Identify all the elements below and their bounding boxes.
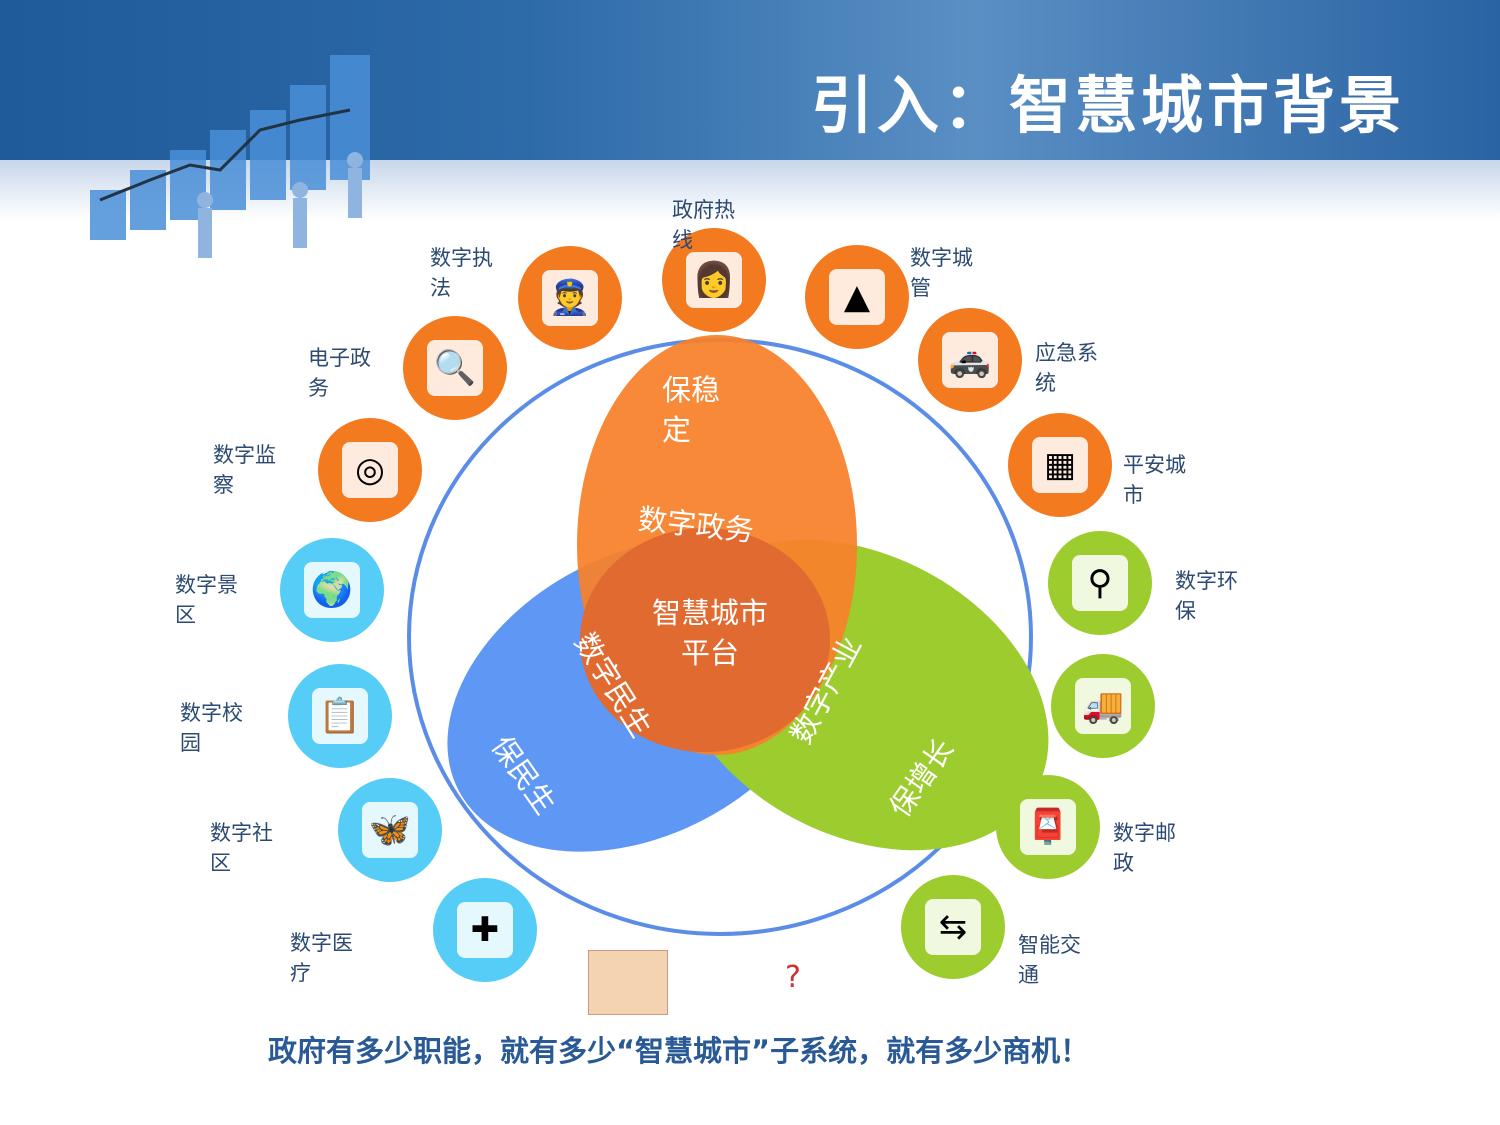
node-label: 电子政务 [308, 346, 371, 400]
node-label: 数字医疗 [290, 931, 353, 985]
magnifier-icon: 🔍 [427, 340, 483, 396]
officer-icon: 👮 [542, 270, 598, 326]
node-6: ◎ [318, 418, 422, 522]
node-label: 平安城市 [1123, 453, 1186, 507]
node-15: ⇆ [901, 875, 1005, 979]
butterfly-icon: 🦋 [362, 802, 418, 858]
node-7: ▦ [1008, 413, 1112, 517]
signpost-icon: ⇆ [925, 899, 981, 955]
node-8: 🌍 [280, 538, 384, 642]
police-car-icon: 🚓 [942, 332, 998, 388]
node-14: ✚ [433, 878, 537, 982]
growth-chart-illustration [90, 55, 370, 258]
node-label: 数字社区 [210, 821, 273, 875]
mailbox-icon: 📮 [1020, 799, 1076, 855]
node-2: 👮 [518, 246, 622, 350]
operator-icon: 👩 [686, 252, 742, 308]
node-label: 智能交通 [1018, 933, 1081, 987]
page-title: 引入：智慧城市背景 [810, 69, 1405, 142]
truck-icon: 🚚 [1075, 678, 1131, 734]
node-12: 🦋 [338, 778, 442, 882]
monitor-wall-icon: ▦ [1032, 437, 1088, 493]
node-label: 数字校园 [180, 701, 243, 755]
node-4: 🔍 [403, 316, 507, 420]
node-label: 数字监察 [213, 443, 276, 497]
node-label: 应急系统 [1035, 341, 1098, 395]
globe-icon: 🌍 [304, 562, 360, 618]
node-11: 🚚 [1051, 654, 1155, 758]
node-label: 数字执法 [430, 246, 493, 300]
target-icon: ◎ [342, 442, 398, 498]
center-overlap [580, 528, 830, 752]
node-13: 📮 [996, 775, 1100, 879]
node-label: 数字景区 [175, 573, 238, 627]
node-label: 数字城管 [910, 246, 973, 300]
node-9: ⚲ [1048, 531, 1152, 635]
footer-statement: 政府有多少职能，就有多少“智慧城市”子系统，就有多少商机！ [268, 1034, 1090, 1068]
node-3: ▲ [805, 245, 909, 349]
node-5: 🚓 [918, 308, 1022, 412]
goal-stability: 保稳定 [662, 373, 721, 447]
traffic-cone-icon: ▲ [829, 269, 885, 325]
node-label: 数字邮政 [1113, 821, 1176, 875]
people-photo-icon [588, 950, 668, 1015]
node-label: 政府热线 [672, 198, 735, 252]
clipboard-icon: 📋 [312, 688, 368, 744]
node-1: 👩 [662, 228, 766, 332]
node-10: 📋 [288, 664, 392, 768]
center-label: 智慧城市平台 [651, 596, 768, 670]
node-label: 数字环保 [1175, 569, 1238, 623]
question-figure-icon: ? [785, 960, 801, 995]
first-aid-icon: ✚ [457, 902, 513, 958]
weather-station-icon: ⚲ [1072, 555, 1128, 611]
